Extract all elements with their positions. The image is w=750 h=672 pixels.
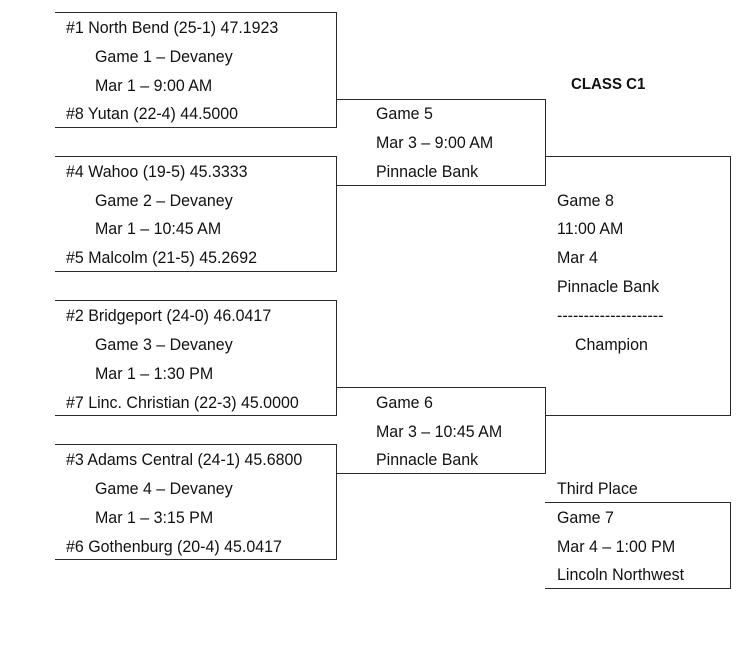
final-venue: Pinnacle Bank bbox=[557, 277, 660, 296]
game6-time: Mar 3 – 10:45 AM bbox=[376, 422, 503, 441]
game2-connector bbox=[336, 156, 337, 272]
game4-bottom-team: #6 Gothenburg (20-4) 45.0417 bbox=[66, 537, 282, 556]
game1-time: Mar 1 – 9:00 AM bbox=[95, 76, 213, 95]
game3-bottom-line bbox=[55, 415, 336, 416]
game3-top-team: #2 Bridgeport (24-0) 46.0417 bbox=[66, 306, 272, 325]
game5-top-line bbox=[336, 99, 545, 100]
game6-label: Game 6 bbox=[376, 393, 433, 412]
game1-bottom-team: #8 Yutan (22-4) 44.5000 bbox=[66, 104, 239, 123]
game2-label: Game 2 – Devaney bbox=[95, 191, 233, 210]
game5-venue: Pinnacle Bank bbox=[376, 162, 479, 181]
game5-label: Game 5 bbox=[376, 104, 433, 123]
champion-label: Champion bbox=[575, 335, 648, 354]
game2-top-line bbox=[55, 156, 336, 157]
game6-connector bbox=[545, 387, 546, 474]
game1-top-line bbox=[55, 12, 336, 13]
game3-connector bbox=[336, 300, 337, 416]
bracket-title: CLASS C1 bbox=[571, 76, 646, 93]
game3-bottom-team: #7 Linc. Christian (22-3) 45.0000 bbox=[66, 393, 299, 412]
third-place-time: Mar 4 – 1:00 PM bbox=[557, 537, 676, 556]
game1-label: Game 1 – Devaney bbox=[95, 47, 233, 66]
final-time: 11:00 AM bbox=[557, 219, 624, 238]
game1-bottom-line bbox=[55, 127, 336, 128]
game2-time: Mar 1 – 10:45 AM bbox=[95, 219, 222, 238]
game1-top-team: #1 North Bend (25-1) 47.1923 bbox=[66, 18, 279, 37]
third-place-top-line bbox=[545, 502, 730, 503]
third-place-connector bbox=[730, 502, 731, 589]
final-top-line bbox=[545, 156, 730, 157]
game5-connector bbox=[545, 99, 546, 186]
final-connector bbox=[730, 156, 731, 416]
third-place-game: Game 7 bbox=[557, 508, 614, 527]
final-date: Mar 4 bbox=[557, 248, 598, 267]
game4-top-line bbox=[55, 444, 336, 445]
final-game-label: Game 8 bbox=[557, 191, 614, 210]
game2-top-team: #4 Wahoo (19-5) 45.3333 bbox=[66, 162, 248, 181]
game6-venue: Pinnacle Bank bbox=[376, 450, 479, 469]
game3-top-line bbox=[55, 300, 336, 301]
final-bottom-line bbox=[545, 415, 730, 416]
third-place-venue: Lincoln Northwest bbox=[557, 565, 685, 584]
final-divider: -------------------- bbox=[557, 306, 664, 325]
game2-bottom-line bbox=[55, 271, 336, 272]
third-place-label: Third Place bbox=[557, 479, 638, 498]
game6-top-line bbox=[336, 387, 545, 388]
game4-bottom-line bbox=[55, 559, 336, 560]
game6-bottom-line bbox=[336, 473, 545, 474]
third-place-bottom-line bbox=[545, 588, 730, 589]
game4-connector bbox=[336, 444, 337, 560]
game4-time: Mar 1 – 3:15 PM bbox=[95, 508, 214, 527]
game4-label: Game 4 – Devaney bbox=[95, 479, 233, 498]
game5-time: Mar 3 – 9:00 AM bbox=[376, 133, 494, 152]
game3-label: Game 3 – Devaney bbox=[95, 335, 233, 354]
game5-bottom-line bbox=[336, 185, 545, 186]
game3-time: Mar 1 – 1:30 PM bbox=[95, 364, 214, 383]
game4-top-team: #3 Adams Central (24-1) 45.6800 bbox=[66, 450, 303, 469]
game2-bottom-team: #5 Malcolm (21-5) 45.2692 bbox=[66, 248, 257, 267]
game1-connector bbox=[336, 12, 337, 128]
